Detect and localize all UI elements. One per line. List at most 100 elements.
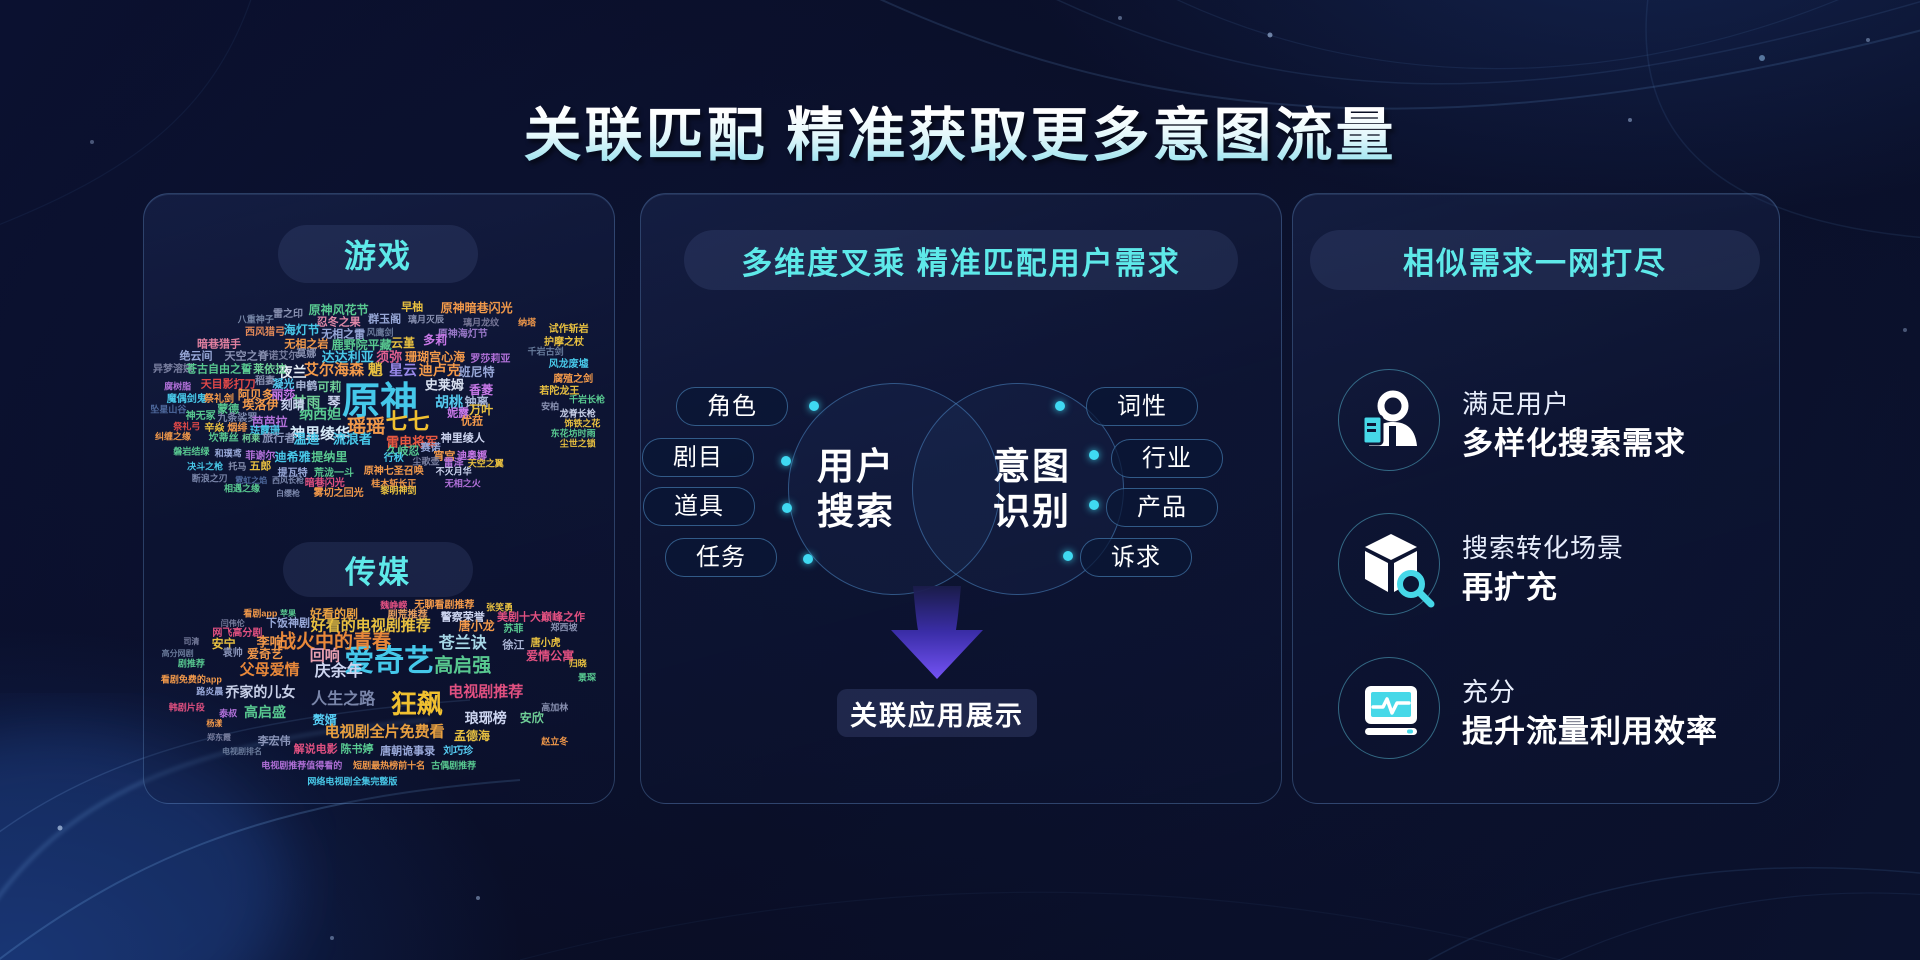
cloud-word: 决斗之枪 (187, 461, 224, 472)
cloud-word: 埃洛伊 (242, 397, 279, 412)
cloud-word: 早柚 (401, 301, 424, 314)
cloud-word: 白缨枪 (276, 488, 300, 498)
cloud-word: 西风猎弓 (245, 326, 285, 338)
cloud-word: 七七 (385, 408, 430, 434)
cloud-word: 美剧十大巅峰之作 (497, 611, 585, 624)
cloud-word: 凝光 (272, 378, 295, 391)
cloud-word: 和璞鸢 (214, 448, 242, 459)
venn-label-line: 意图 (993, 445, 1071, 487)
cloud-word: 若陀龙王 (539, 386, 580, 398)
cloud-word: 星云 (389, 361, 417, 378)
cloud-word: 杨漾 (206, 719, 223, 728)
cloud-word: 桂木斩长正 (371, 478, 417, 489)
cloud-word: 腐殖之剑 (553, 373, 594, 385)
cloud-word: 唐小虎 (530, 638, 561, 649)
cloud-word: 旅行者 (262, 432, 296, 445)
cloud-word: 郑东霞 (207, 733, 231, 742)
cloud-word: 神里绫人 (440, 432, 485, 445)
cloud-word: 苹果 (280, 609, 296, 618)
middle-header-label: 多维度叉乘 精准匹配用户需求 (741, 245, 1181, 281)
cloud-word: 璃月龙纹 (463, 317, 500, 328)
cube-search-icon (1338, 513, 1440, 615)
connector-dot (1055, 401, 1065, 411)
cloud-word: 琅琊榜 (464, 710, 507, 726)
cloud-word: 龙脊长枪 (559, 408, 596, 419)
cloud-word: 罗莎莉亚 (470, 353, 511, 365)
cloud-word: 短剧最热榜前十名 (353, 760, 426, 771)
cloud-word: 风鹰剑 (366, 327, 394, 338)
cloud-word: 天目影打刀 (200, 378, 256, 391)
cloud-word: 黎明神剑 (380, 485, 417, 496)
cloud-word: 试作斩岩 (548, 324, 589, 336)
cloud-word: 看剧app (243, 608, 278, 619)
cloud-word: 迪奥娜 (457, 450, 487, 462)
cloud-word: 唐朝诡事录 (380, 745, 436, 758)
cloud-word: 归晓 (568, 658, 587, 669)
cloud-word: 暗巷猎手 (197, 338, 241, 351)
cloud-word: 魏峥嵘 (380, 600, 408, 611)
cloud-word: 迪卢克 (418, 361, 461, 378)
cloud-word: 雷之印 (273, 309, 303, 321)
cloud-word: 原神风花节 (308, 303, 369, 318)
cloud-word: 甘雨 (292, 394, 321, 411)
venn-label-line: 识别 (993, 491, 1071, 532)
media-badge-label: 传媒 (345, 555, 411, 590)
cloud-word: 警察荣誉 (440, 611, 485, 624)
tag-part-of-speech: 词性 (1086, 387, 1198, 426)
cloud-word: 迪希雅 (274, 449, 311, 464)
cloud-word: 天空之翼 (467, 458, 504, 469)
cloud-word: 电视剧推荐 (448, 683, 524, 701)
cloud-word: 李响 (256, 634, 283, 650)
benefit-2-line1: 搜索转化场景 (1462, 533, 1625, 563)
cloud-word: 雷电将军 (386, 434, 439, 450)
cloud-word: 异梦溶媒 (153, 363, 193, 375)
cloud-word: 刻晴 (280, 397, 305, 412)
cloud-word: 芭芭拉 (251, 414, 288, 429)
cloud-word: 夜兰 (278, 364, 307, 381)
benefit-3-line1: 充分 (1462, 677, 1517, 707)
cloud-word: 司清 (183, 637, 200, 646)
cloud-word: 高启盛 (244, 704, 286, 720)
cloud-word: 电视剧推荐值得看的 (261, 760, 343, 771)
cloud-word: 尘歌壶 (412, 456, 440, 467)
cloud-word: 赘婿 (312, 713, 337, 727)
result-label-text: 关联应用展示 (850, 700, 1024, 731)
cloud-word: 父母爱情 (239, 661, 300, 679)
cloud-word: 神无冢 (185, 410, 216, 422)
media-badge: 传媒 (283, 542, 473, 597)
cloud-word: 胡桃 (435, 394, 463, 411)
cloud-word: 钟离 (464, 395, 489, 410)
cloud-word: 泰叔 (219, 708, 238, 719)
cloud-word: 庆余年 (314, 663, 363, 680)
cloud-word: 战火中的青春 (276, 631, 392, 653)
venn-label-intent-recognition: 意图 识别 (993, 444, 1071, 534)
cloud-word: 云堇 (390, 335, 416, 350)
connector-dot (803, 554, 813, 564)
cloud-word: 多莉 (423, 333, 448, 348)
cloud-word: 古偶剧推荐 (431, 760, 477, 771)
cloud-word: 电视剧全片免费看 (324, 723, 445, 741)
cloud-word: 璃月灭辰 (407, 314, 445, 325)
cloud-word: 可莉 (317, 380, 342, 395)
cloud-word: 珐露珊 (250, 425, 280, 437)
cloud-word: 网络电视剧全集完整版 (307, 776, 398, 787)
cloud-word: 尘世之锁 (559, 438, 596, 449)
cloud-word: 李宏伟 (257, 735, 291, 748)
cloud-word: 鹿野院平藏 (331, 338, 392, 353)
cloud-word: 安宁 (211, 637, 236, 651)
cloud-word: 不灭月华 (435, 466, 472, 477)
cloud-word: 高启强 (434, 655, 492, 677)
cloud-word: 群玉阁 (368, 313, 402, 326)
cloud-word: 剧荒推荐 (387, 610, 428, 621)
cloud-word: 乔家的儿女 (225, 684, 296, 700)
cloud-word: 路炎晨 (196, 686, 224, 697)
cloud-word: 魈 (367, 361, 383, 379)
cloud-word: 坎蒂丝 (208, 433, 239, 445)
cloud-word: 饰铁之花 (564, 418, 601, 429)
cloud-word: 韩剧片段 (168, 702, 205, 713)
cloud-word: 五郎 (249, 460, 272, 473)
cloud-word: 爱奇艺 (344, 645, 435, 678)
cloud-word: 万叶 (469, 402, 494, 417)
cloud-word: 雾切之回光 (313, 487, 364, 499)
